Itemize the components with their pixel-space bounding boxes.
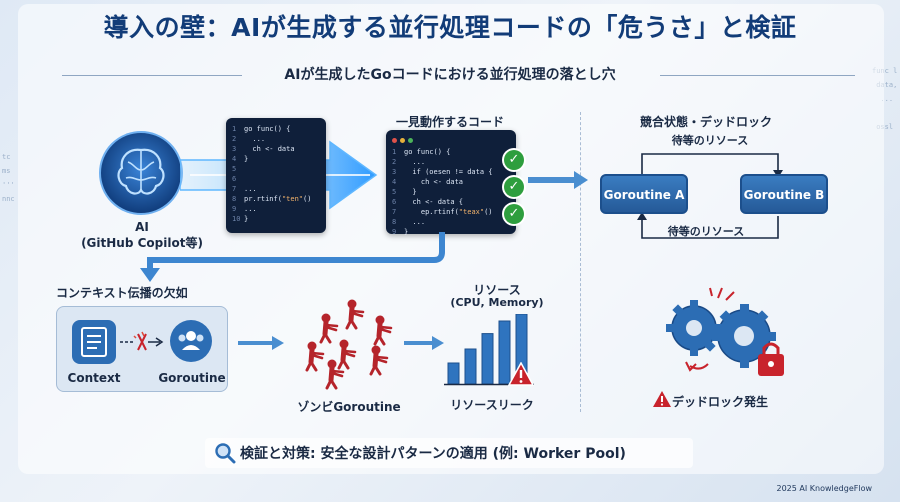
goroutine-group-icon bbox=[170, 320, 212, 362]
goroutine-label: Goroutine bbox=[158, 371, 226, 385]
zombie-goroutines bbox=[305, 299, 393, 390]
background-code-left: tc ms ''' nnc bbox=[2, 153, 15, 203]
deadlock-warning-icon bbox=[653, 391, 671, 407]
code-line: 5 bbox=[232, 165, 237, 173]
arrow-down-to-context bbox=[140, 232, 445, 282]
code-line: 3 if (oesen != data { bbox=[392, 168, 493, 176]
context-document-icon bbox=[72, 320, 116, 364]
bottom-banner-text: 検証と対策: 安全な設計パターンの適用 (例: Worker Pool) bbox=[240, 446, 626, 462]
code-line: 5 } bbox=[392, 188, 417, 196]
resource-leak-label: リソースリーク bbox=[450, 398, 534, 412]
resource-label: リソース bbox=[473, 283, 521, 297]
goroutine-a-box: Goroutine A bbox=[600, 174, 688, 214]
code-line: 2 ... bbox=[392, 158, 426, 166]
content-card bbox=[18, 4, 884, 474]
page-subtitle: AIが生成したGoコードにおける並行処理の落とし穴 bbox=[284, 67, 616, 83]
code-line: 9} bbox=[392, 228, 409, 236]
broken-link-icon bbox=[120, 331, 164, 351]
resource-sublabel: (CPU, Memory) bbox=[450, 296, 544, 309]
code-line: 3 ch <- data bbox=[232, 145, 295, 153]
context-label: Context bbox=[67, 371, 121, 385]
page-title: 導入の壁：AIが生成する並行処理コードの「危うさ」と検証 bbox=[103, 13, 797, 42]
code-line: 6 ch <- data { bbox=[392, 198, 464, 206]
zombie-goroutine-figure bbox=[325, 359, 345, 390]
section-divider bbox=[580, 112, 581, 412]
warning-icon bbox=[508, 362, 534, 386]
code-line: 7... bbox=[232, 185, 257, 193]
zombie-goroutine-figure bbox=[319, 313, 339, 344]
bottom-banner bbox=[205, 438, 693, 468]
zombie-goroutine-figure bbox=[373, 315, 393, 346]
check-icon-1: ✓ bbox=[504, 150, 524, 170]
code-line: 10} bbox=[232, 215, 249, 223]
ai-brain-icon bbox=[99, 131, 183, 215]
code-line: 9... bbox=[232, 205, 257, 213]
resource-bar bbox=[481, 333, 494, 385]
ai-sublabel: (GitHub Copilot等) bbox=[81, 236, 203, 250]
arrow-to-race bbox=[528, 171, 588, 189]
code-line: 4} bbox=[232, 155, 249, 163]
zombie-goroutine-figure bbox=[345, 299, 365, 330]
zombie-goroutine-figure bbox=[369, 345, 389, 376]
subtitle-rule-left bbox=[62, 75, 242, 76]
zombie-label: ゾンビGoroutine bbox=[297, 400, 401, 414]
arrow-to-resource bbox=[404, 336, 444, 350]
code-line: 4 ch <- data bbox=[392, 178, 464, 186]
zombie-goroutine-figure bbox=[337, 339, 357, 370]
goroutine-b-box: Goroutine B bbox=[740, 174, 828, 214]
wait-resource-top: 待等のリソース bbox=[671, 134, 749, 147]
deadlock-label: デッドロック発生 bbox=[672, 395, 769, 409]
resource-bar bbox=[447, 362, 460, 385]
subtitle-rule-right bbox=[660, 75, 855, 76]
resource-bar bbox=[464, 348, 477, 385]
code-line: 6 bbox=[232, 175, 237, 183]
code-line: 2 ... bbox=[232, 135, 266, 143]
ai-label: AI bbox=[135, 220, 149, 234]
wait-resource-bottom: 待等のリソース bbox=[667, 225, 745, 238]
arrow-to-zombie bbox=[238, 336, 284, 350]
check-icon-3: ✓ bbox=[504, 204, 524, 224]
search-icon bbox=[215, 443, 236, 464]
code-panel-label: 一見動作するコード bbox=[395, 115, 504, 129]
race-label: 競合状態・デッドロック bbox=[639, 115, 772, 129]
code-line: 8 ... bbox=[392, 218, 426, 226]
check-icon-2: ✓ bbox=[504, 177, 524, 197]
credit-text: 2025 AI KnowledgeFlow bbox=[776, 484, 872, 493]
code-line: 7 ep.rtinf("teax"() bbox=[392, 208, 493, 216]
deadlock-gears-icon bbox=[666, 287, 784, 376]
cycle-arrows bbox=[637, 153, 783, 239]
context-section-label: コンテキスト伝播の欠如 bbox=[56, 286, 188, 300]
zombie-goroutine-figure bbox=[305, 341, 325, 372]
window-dots bbox=[392, 136, 508, 144]
